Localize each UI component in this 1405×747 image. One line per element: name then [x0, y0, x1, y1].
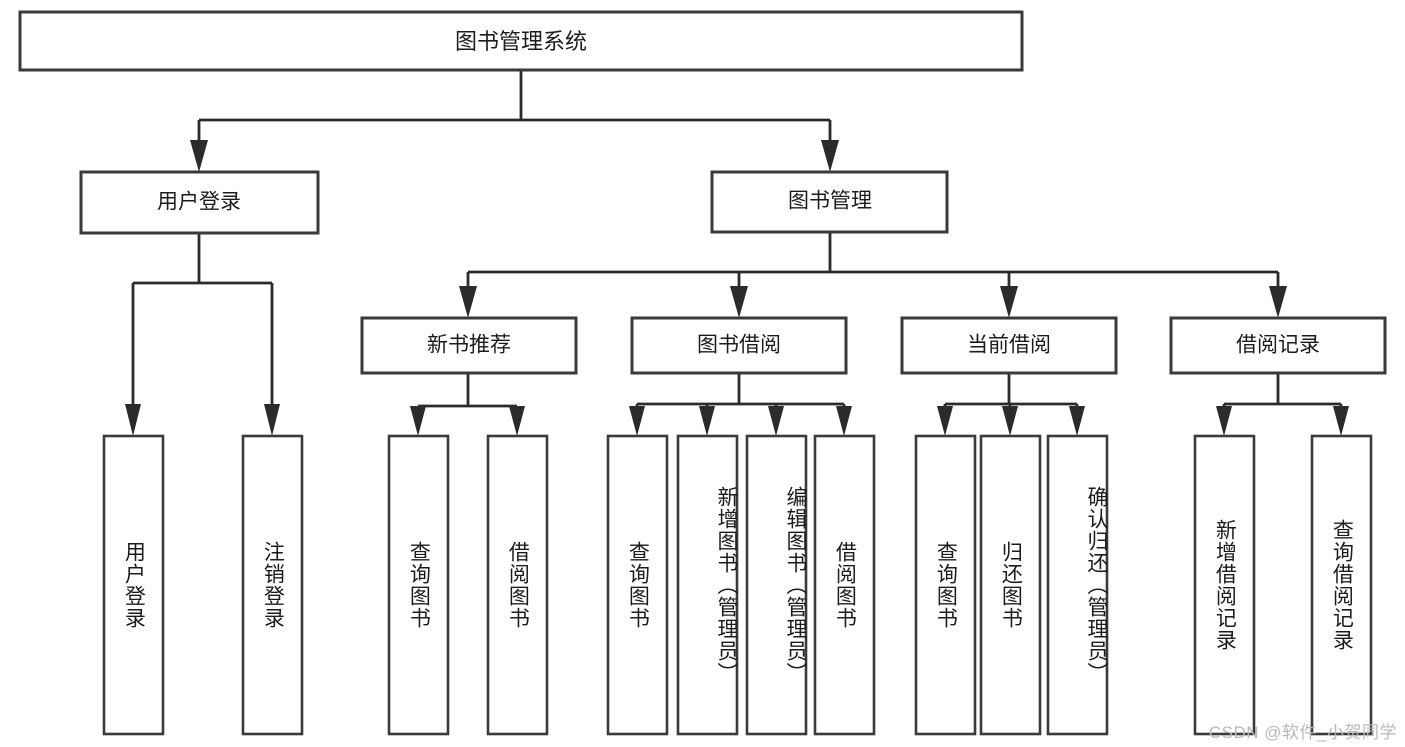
- arrow-borrowrecord-leaf-2: [1333, 406, 1349, 436]
- leaf-box-borrow-record-1[interactable]: [1193, 434, 1256, 736]
- node-book-borrow-box[interactable]: [630, 316, 848, 375]
- node-new-book-recommend[interactable]: 新书推荐: [360, 316, 578, 375]
- leaf-box-book-borrow-2[interactable]: [676, 434, 739, 736]
- arrow-bookborrow-leaf-4: [836, 406, 852, 436]
- leaf-box-book-borrow-1[interactable]: [606, 434, 669, 736]
- node-borrow-record-label: 借阅记录: [1236, 334, 1320, 357]
- leaf-box-book-borrow-4[interactable]: [813, 434, 876, 736]
- node-user-login[interactable]: 用户登录: [79, 170, 320, 235]
- node-current-borrow-box[interactable]: [900, 316, 1118, 375]
- arrow-to-book-management: [821, 140, 839, 172]
- arrow-user-login-leaf-2: [264, 404, 280, 436]
- arrow-borrowrecord-leaf-1: [1216, 406, 1232, 436]
- node-book-borrow[interactable]: 图书借阅: [630, 316, 848, 375]
- arrow-bookborrow-leaf-1: [629, 406, 645, 436]
- arrow-to-current-borrow: [1000, 286, 1018, 318]
- leaf-box-user-login-2[interactable]: [241, 434, 304, 736]
- arrow-newbook-leaf-1: [410, 406, 426, 436]
- arrow-currentborrow-leaf-2: [1002, 406, 1018, 436]
- arrow-to-borrow-record: [1269, 286, 1287, 318]
- leaf-box-current-borrow-2[interactable]: [979, 434, 1042, 736]
- node-book-management[interactable]: 图书管理: [710, 170, 949, 234]
- node-current-borrow[interactable]: 当前借阅: [900, 316, 1118, 375]
- leaf-box-borrow-record-2[interactable]: [1310, 434, 1373, 736]
- arrow-currentborrow-leaf-1: [937, 406, 953, 436]
- node-book-management-label: 图书管理: [788, 190, 872, 213]
- connector-layer: [125, 70, 1349, 436]
- arrow-bookborrow-leaf-2: [699, 406, 715, 436]
- leaf-box-new-book-1[interactable]: [387, 434, 450, 736]
- leaf-box-current-borrow-3[interactable]: [1046, 434, 1109, 736]
- arrow-bookborrow-leaf-3: [768, 406, 784, 436]
- node-new-book-recommend-label: 新书推荐: [427, 334, 511, 357]
- arrow-currentborrow-leaf-3: [1069, 406, 1085, 436]
- arrow-to-book-borrow: [730, 286, 748, 318]
- arrow-to-new-book-recommend: [459, 286, 477, 318]
- node-user-login-label: 用户登录: [157, 191, 241, 214]
- node-book-management-box[interactable]: [710, 170, 949, 234]
- node-root-box[interactable]: [18, 10, 1024, 72]
- node-root-system[interactable]: 图书管理系统: [18, 10, 1024, 72]
- leaf-box-new-book-2[interactable]: [486, 434, 549, 736]
- node-borrow-record-box[interactable]: [1169, 316, 1387, 375]
- node-root-label: 图书管理系统: [455, 29, 587, 54]
- node-book-borrow-label: 图书借阅: [697, 334, 781, 357]
- node-current-borrow-label: 当前借阅: [967, 334, 1051, 357]
- arrow-user-login-leaf-1: [125, 404, 141, 436]
- leaf-box-book-borrow-3[interactable]: [745, 434, 808, 736]
- node-borrow-record[interactable]: 借阅记录: [1169, 316, 1387, 375]
- arrow-newbook-leaf-2: [509, 406, 525, 436]
- leaf-box-user-login-1[interactable]: [102, 434, 165, 736]
- leaf-box-current-borrow-1[interactable]: [914, 434, 977, 736]
- node-new-book-recommend-box[interactable]: [360, 316, 578, 375]
- csdn-watermark: CSDN @软件_小贺同学: [1208, 723, 1397, 742]
- node-user-login-box[interactable]: [79, 170, 320, 235]
- arrow-to-user-login: [190, 140, 208, 172]
